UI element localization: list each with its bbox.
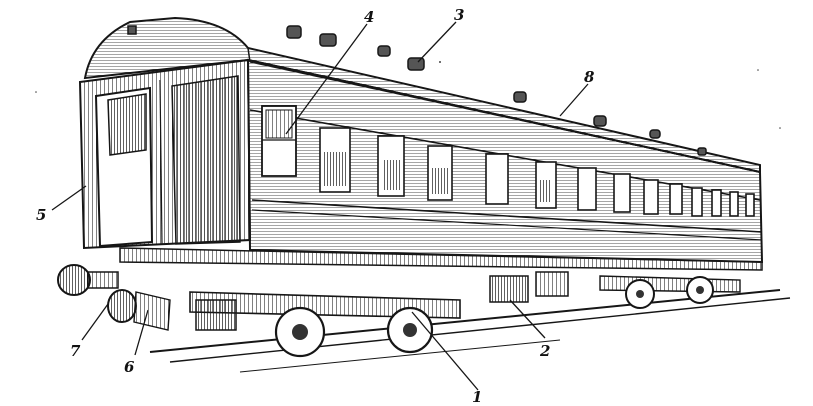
callout-3: 3 [454,6,464,24]
callout-7: 7 [70,342,81,360]
window-shading [324,152,552,202]
print-specks [35,61,781,129]
underframe [119,247,763,303]
leader-5 [51,185,87,211]
door-window [261,105,297,177]
buffers-coupler [57,264,171,331]
callout-5: 5 [36,206,46,224]
leader-1 [411,311,479,391]
leader-3 [417,21,457,63]
leader-6 [134,309,149,356]
roof-ventilators [127,25,707,156]
leader-7 [81,303,109,341]
track [149,289,791,373]
callout-6: 6 [124,358,135,376]
leader-lines [51,21,589,391]
leader-8 [559,83,589,117]
leader-2 [509,299,546,339]
car-end-wall [78,58,252,250]
callout-2: 2 [539,342,550,360]
callout-8: 8 [584,68,595,86]
callout-1: 1 [472,388,482,406]
callout-4: 4 [364,8,374,26]
leader-4 [285,23,368,135]
front-bogie [189,291,461,358]
rear-bogie [599,275,741,309]
callout-labels: 1 2 3 4 5 6 7 8 [36,6,595,406]
